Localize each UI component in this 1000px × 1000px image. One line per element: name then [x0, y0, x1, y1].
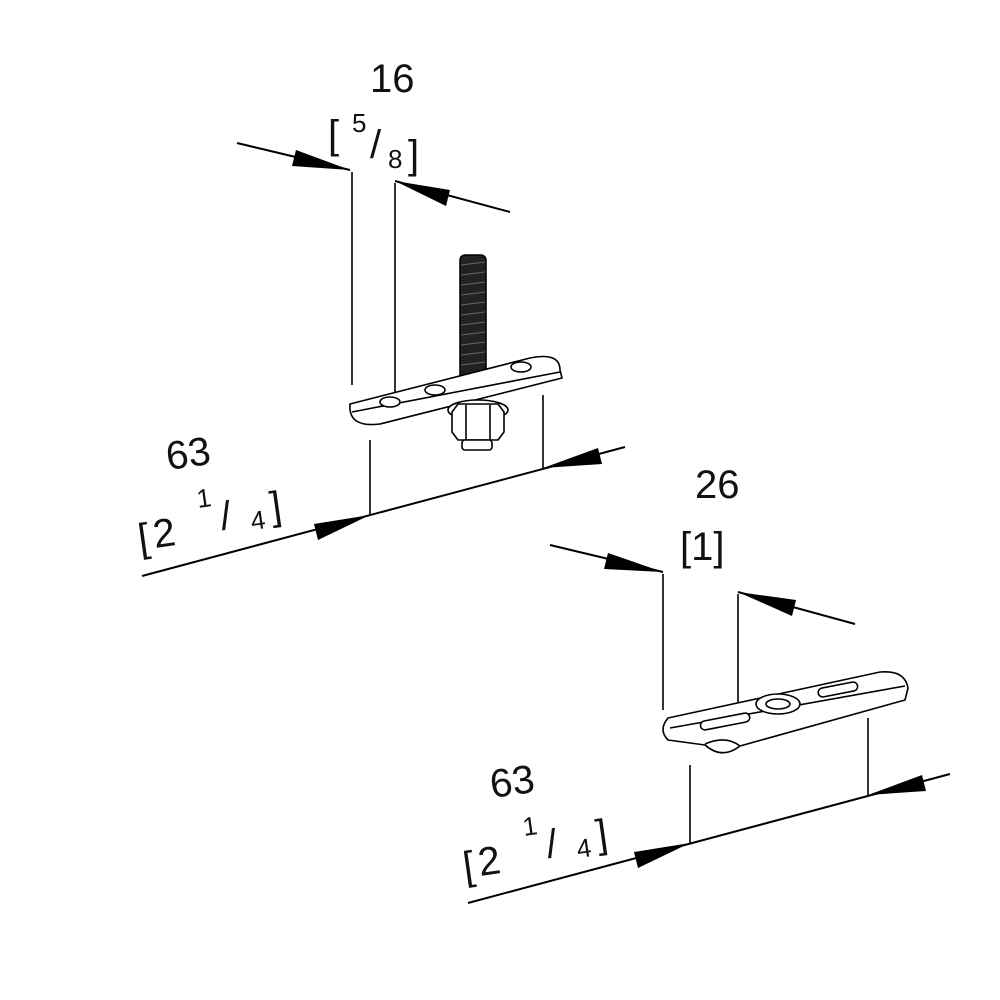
bottom-length-arrow-left: [634, 843, 690, 868]
bottom-length-bracket-open: [: [460, 844, 477, 889]
bottom-length-arrow-right: [868, 775, 926, 795]
bottom-width-mm: 26: [695, 463, 740, 507]
hex-nut: [451, 403, 505, 441]
top-length-arrow-left: [314, 515, 370, 540]
bottom-length-dim-line: [467, 773, 951, 904]
bottom-pivot-plate-icon: [467, 544, 951, 904]
top-width-bracket-close: ]: [408, 133, 419, 177]
bottom-length-frac-den: 4: [575, 832, 594, 864]
plate-hole-1: [379, 396, 401, 408]
plate-hole-3: [510, 361, 532, 373]
top-length-whole: 2: [150, 510, 178, 557]
top-width-arrow-right: [395, 181, 450, 206]
bottom-length-bracket-close: ]: [593, 812, 610, 857]
top-length-arrow-right: [543, 448, 602, 468]
top-width-mm: 16: [370, 57, 415, 101]
top-length-frac-den: 4: [249, 504, 268, 536]
bottom-length-frac-num: 1: [521, 810, 540, 842]
top-width-frac-num: 5: [352, 108, 366, 138]
pivot-pin-plate-icon: [141, 142, 626, 577]
top-width-bracket-open: [: [328, 113, 339, 157]
top-width-frac-den: 8: [388, 144, 402, 174]
bottom-length-whole: 2: [475, 838, 503, 885]
pin-end: [461, 439, 493, 451]
bottom-length-mm: 63: [487, 757, 537, 807]
pin-plate: [349, 355, 563, 426]
top-width-slash: /: [370, 123, 382, 167]
bottom-width-inch: [1]: [680, 525, 724, 569]
bottom-length-slash: /: [543, 822, 561, 867]
top-length-bracket-close: ]: [267, 484, 284, 529]
top-length-dim-line: [141, 446, 626, 577]
bottom-width-arrow-left: [604, 553, 663, 572]
top-length-slash: /: [217, 494, 235, 539]
plate-slot-1: [699, 712, 751, 731]
top-length-frac-num: 1: [195, 482, 214, 514]
pivot-bearing: [765, 698, 791, 710]
top-width-arrow-left: [292, 150, 350, 170]
plate-slot-2: [817, 681, 859, 698]
bottom-width-arrow-right: [738, 592, 796, 616]
top-length-mm: 63: [163, 429, 213, 479]
top-length-bracket-open: [: [135, 516, 152, 561]
plate-hole-2: [424, 384, 446, 396]
